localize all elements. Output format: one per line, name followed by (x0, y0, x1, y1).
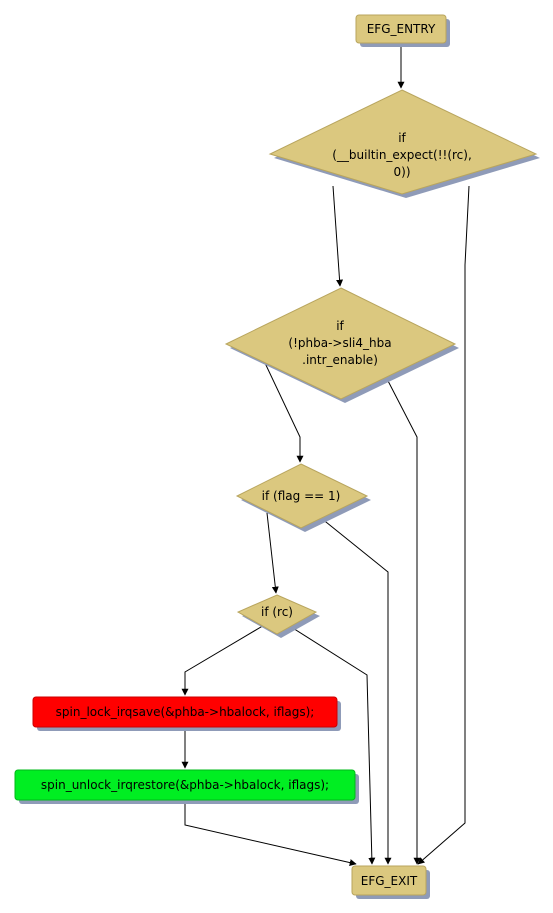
decision-flag-label: if (flag == 1) (262, 489, 341, 503)
spin-unlock-node: spin_unlock_irqrestore(&phba->hbalock, i… (14, 769, 359, 804)
edge-rc-to-spin-lock (181, 623, 267, 696)
decision-flag-shape (235, 463, 369, 529)
spin-unlock-node-label: spin_unlock_irqrestore(&phba->hbalock, i… (41, 778, 329, 792)
decision-intr-enable-line-2: (!phba->sli4_hba (288, 336, 391, 350)
decision-intr-enable-shape (224, 287, 457, 400)
exit-node: EFG_EXIT (351, 865, 430, 899)
decision-intr-enable-line-3: .intr_enable) (302, 353, 378, 367)
exit-node-box (351, 865, 427, 896)
edges (181, 44, 470, 867)
decision-flag: if (flag == 1) (235, 463, 371, 532)
exit-node-label: EFG_EXIT (361, 874, 418, 888)
decision-intr-enable: if (!phba->sli4_hba .intr_enable) (224, 287, 459, 403)
edge-builtin-expect-to-intr-enable (332, 185, 344, 287)
decision-builtin-expect-line-2: (__builtin_expect(!!(rc), (332, 148, 472, 162)
edge-intr-enable-to-flag (264, 362, 304, 463)
edge-intr-enable-to-exit (385, 376, 421, 865)
edge-flag-to-exit (320, 517, 392, 865)
decision-rc-label: if (rc) (261, 605, 293, 619)
edge-rc-to-exit (287, 624, 376, 865)
entry-node-box (355, 14, 447, 44)
decision-builtin-expect-line-1: if (398, 131, 406, 145)
decision-rc: if (rc) (236, 594, 320, 638)
decision-builtin-expect: if (__builtin_expect(!!(rc), 0)) (268, 89, 540, 198)
decision-builtin-expect-line-3: 0)) (394, 165, 411, 179)
entry-node: EFG_ENTRY (355, 14, 450, 47)
spin-lock-node-box (32, 696, 338, 728)
entry-node-label: EFG_ENTRY (367, 22, 436, 36)
edge-flag-to-rc (266, 512, 279, 594)
decision-builtin-expect-shape (268, 89, 538, 195)
spin-unlock-node-box (14, 769, 356, 801)
edge-spin-unlock-to-exit (184, 801, 357, 867)
decision-intr-enable-line-1: if (336, 319, 344, 333)
spin-lock-node-label: spin_lock_irqsave(&phba->hbalock, iflags… (56, 705, 315, 719)
spin-lock-node: spin_lock_irqsave(&phba->hbalock, iflags… (32, 696, 341, 731)
decision-rc-shape (236, 594, 318, 635)
edge-builtin-expect-to-exit (417, 185, 470, 865)
